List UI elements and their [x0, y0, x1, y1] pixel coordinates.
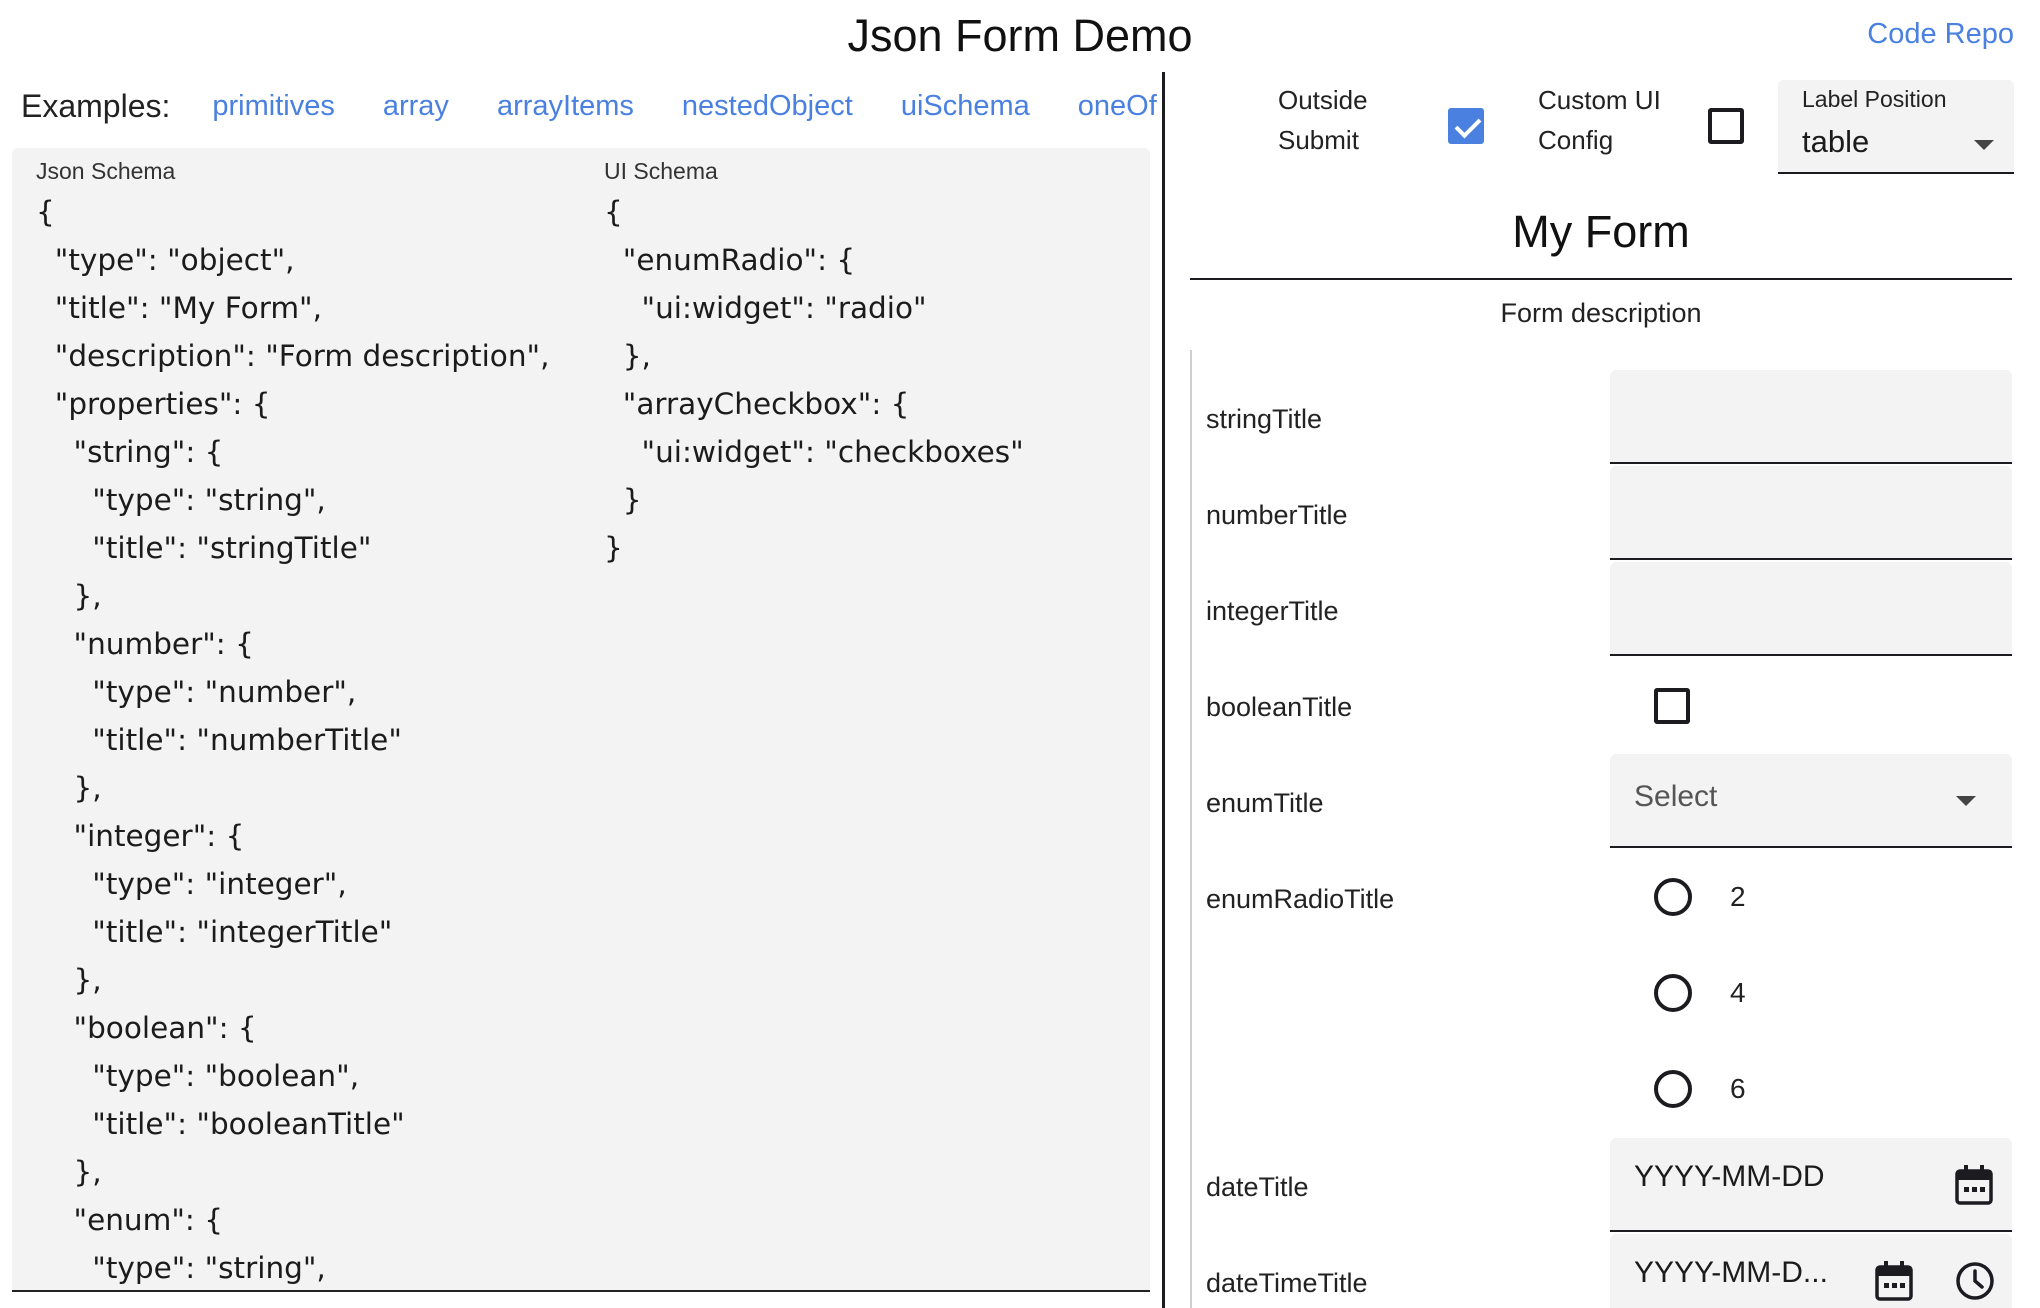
form-title: My Form	[1512, 206, 1690, 257]
example-link-uischema[interactable]: uiSchema	[900, 89, 1030, 122]
enum-select-placeholder: Select	[1634, 780, 1718, 813]
enum-radio-option-4[interactable]	[1654, 974, 1692, 1012]
enum-radio-option-label: 2	[1730, 881, 1746, 912]
example-link-nestedobject[interactable]: nestedObject	[681, 89, 853, 122]
form-controls: Outside Submit Custom UI Config Label Po…	[1180, 78, 2040, 178]
examples-bar: Examples: primitives array arrayItems ne…	[21, 84, 1181, 128]
custom-ui-config-label: Custom UI Config	[1538, 80, 1661, 160]
example-link-primitives[interactable]: primitives	[212, 89, 335, 122]
outside-submit-label: Outside Submit	[1278, 80, 1368, 160]
json-schema-code[interactable]: { "type": "object", "title": "My Form", …	[36, 195, 550, 1285]
label-position-title: Label Position	[1802, 86, 1947, 112]
code-repo-link[interactable]: Code Repo	[1867, 18, 2014, 50]
datetime-field-label: dateTimeTitle	[1206, 1268, 1368, 1298]
ui-schema-editor[interactable]: UI Schema { "enumRadio": { "ui:widget": …	[580, 148, 1150, 1290]
example-link-arrayitems[interactable]: arrayItems	[496, 89, 634, 122]
outside-submit-label-line1: Outside	[1278, 85, 1368, 115]
date-input[interactable]: YYYY-MM-DD	[1610, 1138, 2012, 1232]
integer-field-label: integerTitle	[1206, 596, 1339, 626]
vertical-divider	[1162, 72, 1165, 1308]
date-input-placeholder: YYYY-MM-DD	[1634, 1160, 1825, 1193]
label-position-select[interactable]: Label Position table	[1778, 80, 2014, 174]
ui-schema-label: UI Schema	[604, 158, 718, 184]
examples-label: Examples:	[21, 87, 171, 124]
number-input[interactable]	[1610, 466, 2012, 560]
enum-radio-field-label: enumRadioTitle	[1206, 884, 1395, 914]
date-field-label: dateTitle	[1206, 1172, 1309, 1202]
app-title: Json Form Demo	[847, 10, 1193, 61]
enum-radio-option-label: 4	[1730, 977, 1746, 1008]
boolean-field-label: booleanTitle	[1206, 692, 1353, 722]
json-schema-editor[interactable]: Json Schema { "type": "object", "title":…	[12, 148, 580, 1290]
custom-ui-config-checkbox[interactable]	[1708, 108, 1744, 144]
ui-schema-code[interactable]: { "enumRadio": { "ui:widget": "radio" },…	[604, 195, 1024, 565]
integer-input[interactable]	[1610, 562, 2012, 656]
datetime-input-placeholder: YYYY-MM-D...	[1634, 1256, 1828, 1289]
form-title-divider	[1190, 278, 2012, 280]
string-field-label: stringTitle	[1206, 404, 1323, 434]
enum-radio-option-2[interactable]	[1654, 878, 1692, 916]
outside-submit-checkbox[interactable]	[1448, 108, 1484, 144]
label-position-value: table	[1802, 124, 1870, 159]
enum-field-label: enumTitle	[1206, 788, 1324, 818]
enum-radio-option-label: 6	[1730, 1073, 1746, 1104]
boolean-checkbox[interactable]	[1654, 688, 1690, 724]
chevron-down-icon	[1974, 140, 1994, 150]
example-link-array[interactable]: array	[382, 89, 449, 122]
json-schema-label: Json Schema	[36, 158, 176, 184]
calendar-icon[interactable]	[1874, 1260, 1914, 1302]
enum-radio-option-6[interactable]	[1654, 1070, 1692, 1108]
form-description: Form description	[1500, 298, 1702, 328]
string-input[interactable]	[1610, 370, 2012, 464]
schema-editors: Json Schema { "type": "object", "title":…	[12, 148, 1150, 1292]
number-field-label: numberTitle	[1206, 500, 1348, 530]
custom-ui-config-label-line2: Config	[1538, 125, 1614, 155]
example-link-oneof[interactable]: oneOf	[1077, 89, 1157, 122]
enum-select[interactable]: Select	[1610, 754, 2012, 848]
form-border	[1190, 350, 1192, 1308]
custom-ui-config-label-line1: Custom UI	[1538, 85, 1661, 115]
chevron-down-icon	[1956, 796, 1976, 806]
outside-submit-label-line2: Submit	[1278, 125, 1359, 155]
clock-icon[interactable]	[1954, 1260, 1996, 1302]
calendar-icon[interactable]	[1954, 1164, 1994, 1206]
datetime-input[interactable]: YYYY-MM-D...	[1610, 1234, 2012, 1308]
